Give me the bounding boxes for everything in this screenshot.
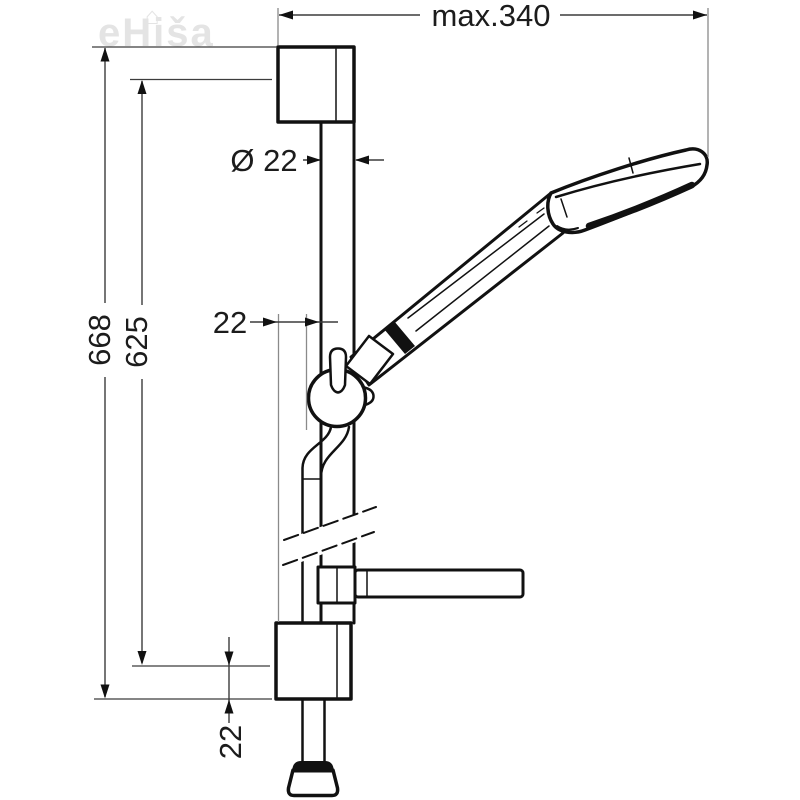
cone-body — [286, 768, 340, 798]
soap-dish-arm — [353, 568, 525, 599]
arrowhead-up — [137, 80, 147, 94]
hose-right-edge — [319, 425, 351, 624]
wall-bracket-top-body — [276, 45, 356, 124]
handle-grip-ring — [384, 321, 415, 354]
arrowhead-right — [305, 317, 319, 327]
dimension-overall-height: 668 — [82, 46, 277, 700]
wall-bracket-top — [276, 45, 356, 124]
watermark-text: eHiša — [98, 11, 215, 55]
hose-left-edge — [301, 425, 333, 624]
dimension-label-overall-height: 668 — [82, 314, 117, 366]
shower-head-face-rim — [585, 181, 696, 230]
shower-hose — [301, 425, 351, 624]
arrowhead-down — [224, 651, 234, 666]
slider-release-lever — [328, 347, 348, 394]
dimension-max-width: max.340 — [277, 0, 709, 157]
handle-cradle — [344, 334, 395, 386]
arrowhead-right — [693, 10, 707, 20]
dimension-label-bottom-offset: 22 — [213, 725, 248, 759]
dimension-bar-diameter: Ø 22 — [230, 143, 384, 178]
arrowhead-right — [263, 317, 277, 327]
dimension-bar-height: 625 — [119, 78, 272, 667]
arrowhead-up — [224, 699, 234, 714]
shower-head-top-seam — [554, 162, 702, 199]
handle-highlight-line — [415, 225, 550, 332]
handle-reflection-tick — [518, 220, 528, 228]
cone-cap — [292, 761, 334, 773]
arrowhead-down — [100, 684, 110, 699]
dimension-label-bar-diameter: Ø 22 — [230, 143, 297, 178]
dimension-label-bar-height: 625 — [119, 316, 154, 368]
soap-dish — [316, 565, 525, 605]
shower-head-body-seam — [560, 198, 568, 218]
arrowhead-down — [137, 651, 147, 665]
house-icon: ⌂ — [145, 3, 160, 30]
dimension-bottom-offset: 22 — [213, 637, 248, 759]
shower-head — [546, 147, 709, 235]
dimension-label-max-width: max.340 — [432, 0, 551, 33]
break-mask — [282, 506, 378, 569]
wall-bracket-bottom-body — [274, 621, 353, 701]
shower-head-chin-curve — [556, 225, 579, 231]
break-symbol — [282, 506, 378, 569]
break-line-lower — [282, 531, 375, 566]
arrowhead-left — [279, 10, 293, 20]
dimension-label-holder-offset: 22 — [213, 305, 247, 340]
hose-tube — [301, 697, 326, 764]
hand-shower-handle — [344, 191, 565, 387]
arrowhead-up — [100, 47, 110, 62]
arrowhead-right — [307, 155, 321, 165]
break-line-upper — [283, 506, 377, 541]
handle-reflection-tick — [536, 207, 545, 214]
wall-bracket-bottom — [274, 621, 353, 701]
arrowhead-left — [355, 155, 369, 165]
hose-end-cone — [286, 761, 340, 798]
watermark: ⌂ eHiša — [98, 3, 215, 55]
handle-highlight-line — [407, 213, 545, 319]
slider-holder — [306, 347, 375, 429]
dimension-holder-offset: 22 — [213, 305, 338, 622]
shower-head-band-seam — [628, 157, 634, 174]
